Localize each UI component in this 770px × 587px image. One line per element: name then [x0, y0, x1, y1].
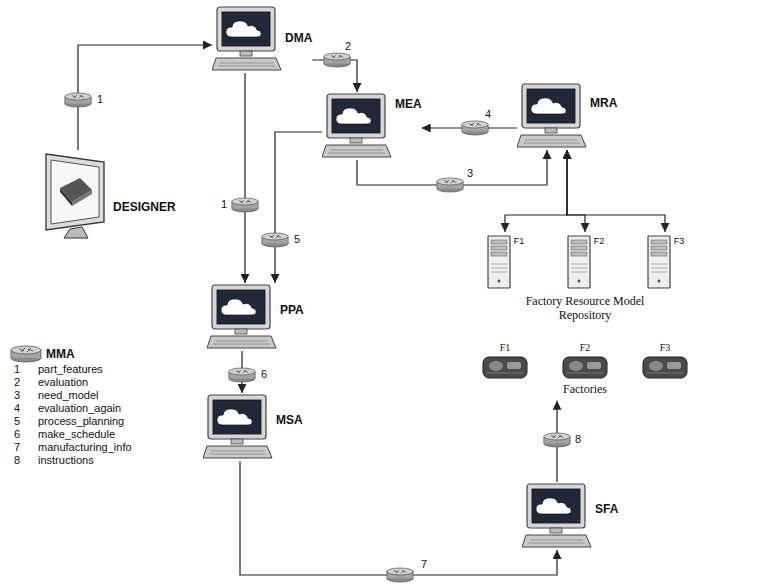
computer-icon: [322, 92, 392, 160]
connector: [78, 45, 212, 150]
group-caption: Factory Resource Model Repository: [500, 295, 670, 323]
legend-row: 5process_planning: [10, 415, 132, 428]
legend-number: 7: [10, 441, 38, 453]
legend-number: 6: [10, 428, 38, 440]
legend-text: need_model: [38, 389, 99, 401]
legend-number: 2: [10, 376, 38, 388]
factories-group: F1 F2 F3Factories: [465, 338, 705, 401]
edge-number: 8: [574, 433, 582, 445]
legend-row: 1part_features: [10, 363, 132, 376]
connector: [240, 461, 557, 575]
connector: [244, 73, 245, 283]
computer-node: MSA: [203, 393, 303, 461]
legend-row: 3need_model: [10, 389, 132, 402]
group-row: F1 F2 F3: [465, 232, 705, 292]
server-node: F1: [486, 232, 525, 292]
legend-text: process_planning: [38, 415, 124, 427]
legend-row: 6make_schedule: [10, 428, 132, 441]
router-icon: [324, 53, 350, 67]
computer-icon: [517, 82, 587, 150]
router-icon: [65, 93, 91, 107]
computer-node: PPA: [207, 283, 304, 351]
server-node: F3: [646, 232, 685, 292]
computer-icon: [212, 5, 282, 73]
legend-number: 4: [10, 402, 38, 414]
edge-number: 3: [466, 167, 474, 179]
node-label: SFA: [595, 502, 618, 516]
connector: [505, 150, 567, 232]
factory-node: F1: [482, 342, 528, 380]
edge-number: 7: [420, 558, 428, 570]
edge-number: 5: [293, 233, 301, 245]
legend-number: 5: [10, 415, 38, 427]
legend-text: evaluation: [38, 376, 88, 388]
connector: [567, 150, 665, 232]
factory-node: F3: [642, 342, 688, 380]
factory-icon: [642, 354, 688, 380]
router-icon: [387, 568, 413, 582]
node-label: PPA: [280, 303, 304, 317]
computer-icon: [203, 393, 273, 461]
server-label: F1: [514, 236, 525, 246]
computer-node: DMA: [212, 5, 312, 73]
node-label: MEA: [395, 97, 422, 111]
designer-monitor-icon: [40, 150, 110, 240]
legend-number: 3: [10, 389, 38, 401]
server-label: F3: [674, 236, 685, 246]
factory-icon: [562, 354, 608, 380]
legend: MMA1part_features2evaluation3need_model4…: [10, 345, 132, 467]
legend-text: evaluation_again: [38, 402, 121, 414]
computer-node: SFA: [522, 482, 618, 550]
server-icon: [486, 234, 512, 290]
computer-icon: [207, 283, 277, 351]
router-icon: [262, 233, 288, 247]
computer-node: MRA: [517, 82, 617, 150]
router-icon: [544, 433, 570, 447]
group-row: F1 F2 F3: [465, 342, 705, 380]
legend-text: make_schedule: [38, 428, 115, 440]
legend-text: manufacturing_info: [38, 441, 132, 453]
edge-number: 4: [484, 108, 492, 120]
legend-heading: MMA: [46, 347, 168, 365]
server-icon: [646, 234, 672, 290]
repository-group: F1 F2 F3Factory Resource Model Repository: [465, 228, 705, 327]
router-icon: [462, 121, 488, 135]
legend-number: 8: [10, 454, 38, 466]
factory-label: F3: [660, 342, 671, 353]
factory-label: F1: [500, 342, 511, 353]
legend-row: 8instructions: [10, 454, 132, 467]
legend-router-icon: [11, 346, 41, 362]
legend-row: 4evaluation_again: [10, 402, 132, 415]
server-node: F2: [566, 232, 605, 292]
legend-text: instructions: [38, 454, 94, 466]
legend-number: 1: [10, 363, 38, 375]
factory-icon: [482, 354, 528, 380]
connector: [275, 132, 322, 283]
computer-node: DESIGNER: [40, 150, 176, 240]
edge-number: 2: [344, 40, 352, 52]
group-caption: Factories: [563, 383, 607, 397]
legend-row: 2evaluation: [10, 376, 132, 389]
node-label: DMA: [285, 31, 312, 45]
legend-text: part_features: [38, 363, 103, 375]
router-icon: [229, 368, 255, 382]
edge-number: 1: [220, 198, 228, 210]
connector: [567, 150, 585, 232]
factory-label: F2: [580, 342, 591, 353]
computer-node: MEA: [322, 92, 422, 160]
node-label: MSA: [276, 413, 303, 427]
computer-icon: [522, 482, 592, 550]
router-icon: [232, 198, 258, 212]
router-icon: [437, 178, 463, 192]
server-label: F2: [594, 236, 605, 246]
edge-number: 1: [96, 93, 104, 105]
node-label: MRA: [590, 96, 617, 110]
server-icon: [566, 234, 592, 290]
legend-row: 7manufacturing_info: [10, 441, 132, 454]
node-label: DESIGNER: [113, 200, 176, 214]
factory-node: F2: [562, 342, 608, 380]
edge-number: 6: [260, 368, 268, 380]
